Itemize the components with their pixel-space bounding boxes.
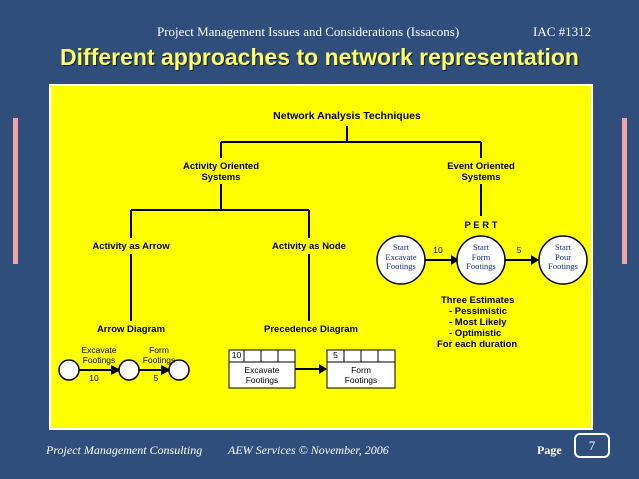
aon-node-2-duration: 5: [333, 350, 338, 360]
activity-as-node-label: Activity as Node: [272, 241, 346, 252]
page-number: 7: [588, 438, 596, 453]
diagram-panel: Network Analysis Techniques Activity Ori…: [49, 84, 593, 430]
activity-as-arrow-label: Activity as Arrow: [92, 241, 170, 252]
footer-company: Project Management Consulting: [46, 443, 203, 457]
left-accent-bar: [13, 118, 18, 264]
precedence-diagram-label: Precedence Diagram: [264, 324, 358, 335]
aoa-duration-2: 5: [153, 373, 159, 383]
course-title: Project Management Issues and Considerat…: [157, 24, 460, 39]
page-label: Page: [537, 443, 562, 457]
aoa-duration-1: 10: [89, 373, 99, 383]
arrow-diagram-label: Arrow Diagram: [96, 324, 166, 335]
course-id: IAC #1312: [533, 24, 592, 39]
right-accent-bar: [622, 118, 627, 264]
pert-duration-1: 10: [433, 245, 443, 255]
pert-duration-2: 5: [516, 245, 522, 255]
aon-node-1-duration: 10: [231, 350, 242, 360]
slide-title: Different approaches to network represen…: [60, 44, 579, 70]
tree-connectors: [58, 126, 588, 389]
three-estimates-text: Three Estimates - Pessimistic - Most Lik…: [437, 295, 518, 350]
root-label: Network Analysis Techniques: [273, 110, 421, 122]
page-number-box: 7: [574, 433, 610, 458]
pert-label: P E R T: [464, 220, 498, 231]
footer-copyright: AEW Services © November, 2006: [228, 443, 389, 457]
